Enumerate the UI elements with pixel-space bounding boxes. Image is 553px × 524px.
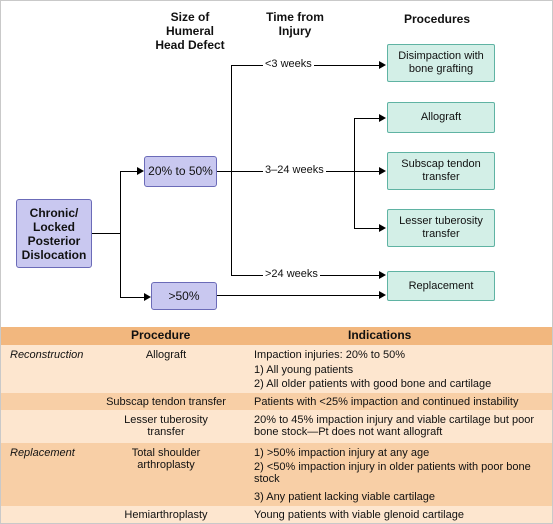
arrowhead bbox=[379, 61, 386, 69]
header-time: Time from Injury bbox=[266, 10, 324, 38]
size-label: >50% bbox=[168, 288, 200, 303]
header-size: Size of Humeral Head Defect bbox=[155, 10, 225, 52]
procedure-node-replacement: Replacement bbox=[387, 271, 495, 301]
arrowhead bbox=[144, 293, 151, 301]
arrowheads bbox=[137, 61, 386, 301]
table-row bbox=[1, 393, 552, 410]
root-node: Chronic/ Locked Posterior Dislocation bbox=[16, 199, 92, 268]
arrowhead bbox=[379, 224, 386, 232]
indication-text: Young patients with viable glenoid carti… bbox=[254, 509, 464, 521]
procedure-label: Allograft bbox=[420, 111, 462, 123]
size-node-gt50: >50% bbox=[151, 282, 217, 310]
connector bbox=[354, 118, 379, 119]
procedure-label: Replacement bbox=[408, 279, 474, 292]
indication-text: 3) Any patient lacking viable cartilage bbox=[254, 491, 435, 503]
procedure-label: Subscap tendon transfer bbox=[401, 158, 481, 183]
procedure-cell: Allograft bbox=[145, 349, 187, 361]
connector bbox=[120, 171, 121, 297]
time-label-3to24: 3–24 weeks bbox=[263, 164, 326, 177]
table-header-procedure: Procedure bbox=[131, 328, 191, 342]
category-reconstruction: Reconstruction bbox=[10, 349, 84, 361]
indication-text: 2) All older patients with good bone and… bbox=[254, 378, 492, 390]
indication-text: 1) All young patients bbox=[254, 364, 354, 376]
indication-text: 2) <50% impaction injury in older patien… bbox=[254, 461, 531, 485]
table-row bbox=[1, 443, 552, 506]
connector bbox=[354, 171, 379, 172]
arrowhead bbox=[379, 167, 386, 175]
procedure-cell: Hemiarthroplasty bbox=[124, 509, 208, 521]
time-label-lt3: <3 weeks bbox=[263, 58, 314, 71]
time-label-gt24: >24 weeks bbox=[263, 268, 320, 281]
connector bbox=[120, 171, 138, 172]
procedure-cell: Total shoulder arthroplasty bbox=[131, 447, 201, 471]
arrowhead bbox=[379, 114, 386, 122]
procedure-node-disimpaction: Disimpaction with bone grafting bbox=[387, 44, 495, 82]
connector bbox=[231, 65, 232, 276]
procedure-label: Disimpaction with bone grafting bbox=[398, 50, 484, 75]
procedure-cell: Subscap tendon transfer bbox=[106, 396, 226, 408]
indication-text: Impaction injuries: 20% to 50% bbox=[254, 349, 406, 361]
table-row bbox=[1, 345, 552, 393]
indication-text: 1) >50% impaction injury at any age bbox=[254, 447, 430, 459]
indications-table: Procedure Indications Reconstruction Rep… bbox=[1, 327, 552, 523]
table-row bbox=[1, 506, 552, 523]
arrowhead bbox=[137, 167, 144, 175]
procedure-label: Lesser tuberosity transfer bbox=[399, 215, 483, 240]
table-header-indications: Indications bbox=[348, 328, 412, 342]
procedure-node-subscap: Subscap tendon transfer bbox=[387, 152, 495, 190]
procedure-node-lesser-tuberosity: Lesser tuberosity transfer bbox=[387, 209, 495, 247]
size-label: 20% to 50% bbox=[148, 164, 213, 178]
category-replacement: Replacement bbox=[10, 447, 75, 459]
connector bbox=[354, 118, 355, 229]
arrowhead bbox=[379, 291, 386, 299]
connector bbox=[354, 228, 379, 229]
table-row bbox=[1, 410, 552, 443]
root-label: Chronic/ Locked Posterior Dislocation bbox=[21, 205, 87, 262]
indication-text: Patients with <25% impaction and continu… bbox=[254, 396, 519, 408]
connector bbox=[92, 233, 121, 234]
header-procedures: Procedures bbox=[403, 12, 471, 26]
procedure-node-allograft: Allograft bbox=[387, 102, 495, 133]
connector bbox=[217, 295, 379, 296]
procedure-cell: Lesser tuberosity transfer bbox=[124, 414, 208, 438]
arrowhead bbox=[379, 271, 386, 279]
connector bbox=[217, 171, 231, 172]
connector bbox=[120, 297, 145, 298]
indication-text: 20% to 45% impaction injury and viable c… bbox=[254, 414, 535, 438]
table-header: Procedure Indications bbox=[1, 327, 552, 345]
size-node-20to50: 20% to 50% bbox=[144, 156, 217, 187]
